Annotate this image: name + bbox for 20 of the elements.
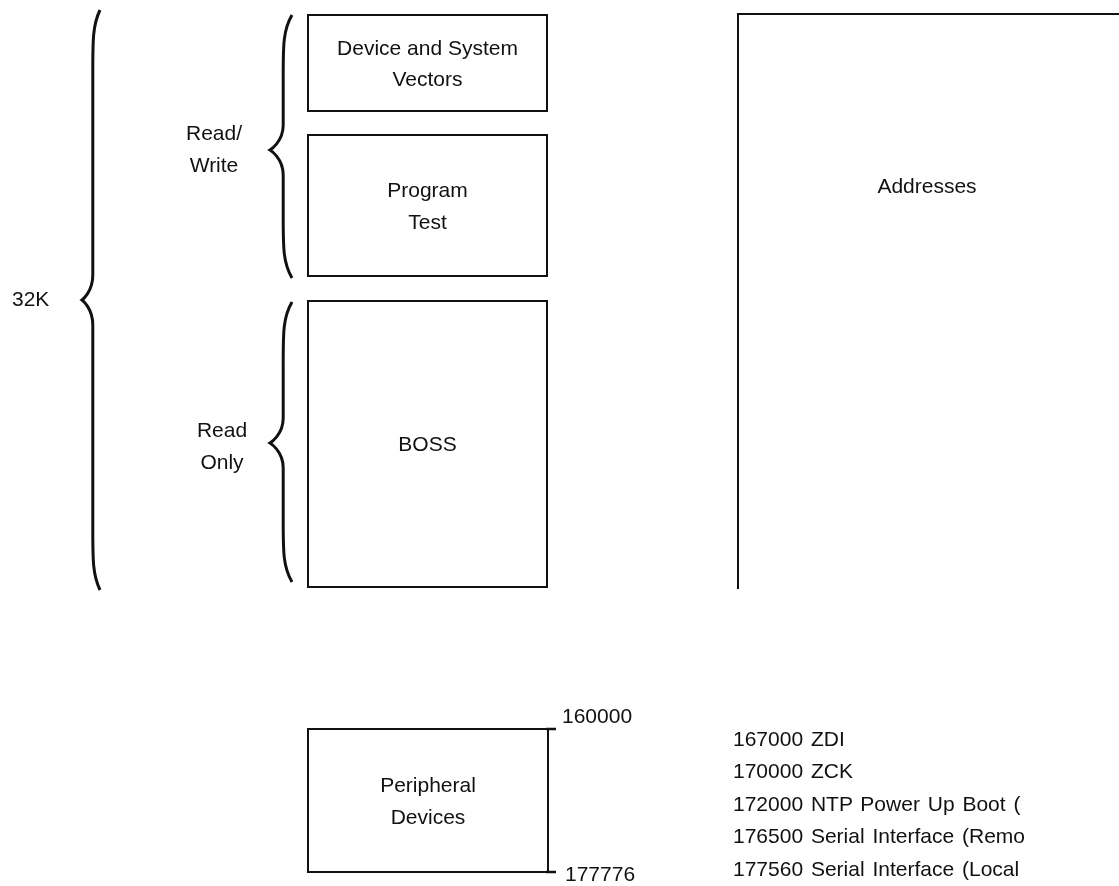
memory-region-box bbox=[307, 300, 548, 588]
region-label: Addresses bbox=[877, 173, 977, 199]
address-entry: 167000 ZDI bbox=[733, 726, 845, 752]
size-label: 32K bbox=[12, 286, 50, 312]
address-label: 177776 bbox=[565, 861, 636, 886]
memory-region-box bbox=[307, 728, 549, 873]
region-label: BOSS bbox=[398, 431, 457, 458]
memory-region-box bbox=[307, 14, 548, 112]
address-entry: 170000 ZCK bbox=[733, 758, 853, 784]
access-label: Read Only bbox=[195, 417, 249, 475]
address-entry: 172000 NTP Power Up Boot ( bbox=[733, 791, 1021, 817]
region-label: Program Test bbox=[386, 177, 469, 235]
access-label: Read/ Write bbox=[184, 120, 243, 178]
region-label: Peripheral Devices bbox=[379, 772, 477, 830]
address-entry: 177560 Serial Interface (Local bbox=[733, 856, 1020, 882]
address-entry: 176500 Serial Interface (Remo bbox=[733, 823, 1025, 849]
region-label: Device and System Vectors bbox=[336, 34, 519, 92]
memory-region-box bbox=[307, 134, 548, 277]
address-label: 160000 bbox=[562, 703, 633, 729]
address-region-box bbox=[737, 13, 1119, 589]
